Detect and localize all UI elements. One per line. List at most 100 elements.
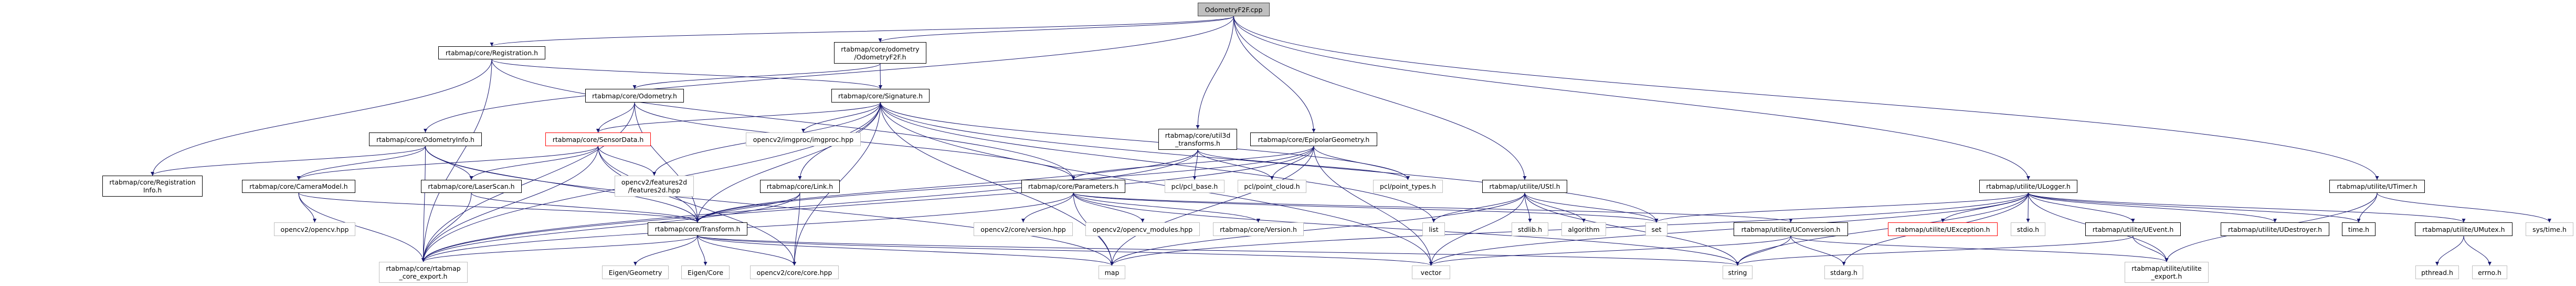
edge-ulogger-to-umutex xyxy=(2028,192,2466,223)
node-stdio: stdio.h xyxy=(2011,222,2045,236)
edge-ustl-to-list xyxy=(1432,192,1525,223)
edge-parameters-to-cv_modules xyxy=(1073,192,1145,223)
edge-util3d-to-core_export xyxy=(421,149,1198,262)
node-set: set xyxy=(1645,222,1667,236)
edge-link-to-cv_core xyxy=(793,192,800,266)
node-uconversion[interactable]: rtabmap/utilite/UConversion.h xyxy=(1734,222,1848,236)
node-errno: errno.h xyxy=(2472,265,2507,279)
node-uexception[interactable]: rtabmap/utilite/UException.h xyxy=(1888,222,1998,236)
node-transform[interactable]: rtabmap/core/Transform.h xyxy=(648,222,747,236)
edge-odometry-to-sensordata xyxy=(596,102,635,133)
node-root[interactable]: OdometryF2F.cpp xyxy=(1198,3,1270,16)
edge-signature-to-imgproc xyxy=(801,102,881,133)
edge-root-to-ulogger xyxy=(1233,16,2030,180)
edge-ulogger-to-vector xyxy=(1429,192,2029,266)
node-odomf2f-h[interactable]: rtabmap/core/odometry /OdometryF2F.h xyxy=(834,42,926,64)
node-eigen-core: Eigen/Core xyxy=(681,265,730,279)
edge-registration-to-signature xyxy=(491,59,882,89)
node-udestroyer[interactable]: rtabmap/utilite/UDestroyer.h xyxy=(2221,222,2329,236)
edge-odominfo-to-camera xyxy=(297,146,426,180)
edge-odometry-to-core_export xyxy=(421,102,635,262)
edge-signature-to-point_types xyxy=(880,102,1410,180)
node-registration[interactable]: rtabmap/core/Registration.h xyxy=(438,46,545,59)
edge-odomf2f_h-to-signature xyxy=(878,63,882,89)
node-umutex[interactable]: rtabmap/utilite/UMutex.h xyxy=(2415,222,2512,236)
edge-root-to-odominfo xyxy=(424,16,1234,133)
edge-transform-to-eigen_geom xyxy=(634,235,698,266)
node-camera[interactable]: rtabmap/core/CameraModel.h xyxy=(242,180,355,193)
node-cv-version: opencv2/core/version.hpp xyxy=(974,222,1073,236)
node-systime: sys/time.h xyxy=(2526,222,2573,236)
edge-transform-to-string xyxy=(697,235,1739,266)
edge-signature-to-vector xyxy=(880,102,1433,266)
node-stdarg: stdarg.h xyxy=(1824,265,1863,279)
edge-ustl-to-map xyxy=(1110,192,1525,266)
edge-signature-to-transform xyxy=(695,102,881,223)
edge-umutex-to-pthread xyxy=(2435,236,2464,266)
edge-utimer-to-time xyxy=(2357,192,2378,223)
edge-root-to-util3d xyxy=(1196,16,1234,129)
edge-ulogger-to-time xyxy=(2028,192,2361,223)
edge-registration-to-parameters xyxy=(491,59,1075,180)
edge-root-to-utimer xyxy=(1233,16,2379,180)
edge-epipolar-to-point_cloud xyxy=(1270,146,1314,180)
edge-odominfo-to-map xyxy=(425,146,1114,266)
edge-ustl-to-vector xyxy=(1429,192,1525,266)
node-util3d[interactable]: rtabmap/core/util3d _transforms.h xyxy=(1158,129,1237,150)
node-point-cloud: pcl/point_cloud.h xyxy=(1238,180,1306,193)
edge-camera-to-opencv xyxy=(298,192,316,223)
node-pthread: pthread.h xyxy=(2415,265,2459,279)
node-cv-modules: opencv2/opencv_modules.hpp xyxy=(1085,222,1200,236)
edge-utimer-to-systime xyxy=(2377,192,2551,223)
edge-signature-to-list xyxy=(880,102,1435,223)
edge-signature-to-sensordata xyxy=(596,102,881,133)
node-ulogger[interactable]: rtabmap/utilite/ULogger.h xyxy=(1979,180,2077,193)
edge-transform-to-core_export xyxy=(421,235,698,262)
edge-util3d-to-point_types xyxy=(1197,149,1410,180)
node-eigen-geom: Eigen/Geometry xyxy=(602,265,669,279)
edge-util3d-to-transform xyxy=(695,149,1198,223)
edge-transform-to-eigen_core xyxy=(697,235,708,266)
edge-odominfo-to-reginfo xyxy=(151,146,426,176)
edge-ulogger-to-string xyxy=(1736,192,2029,266)
edge-laserscan-to-core_export xyxy=(421,192,472,262)
node-rt-version: rtabmap/core/Version.h xyxy=(1213,222,1304,236)
node-time[interactable]: time.h xyxy=(2342,222,2376,236)
node-odominfo[interactable]: rtabmap/core/OdometryInfo.h xyxy=(369,132,482,146)
node-map: map xyxy=(1099,265,1125,279)
edge-odomf2f_h-to-odometry xyxy=(632,63,881,89)
node-sensordata[interactable]: rtabmap/core/SensorData.h xyxy=(545,132,651,146)
edge-transform-to-vector xyxy=(697,235,1433,266)
node-reginfo[interactable]: rtabmap/core/Registration Info.h xyxy=(102,176,203,197)
edge-camera-to-core_export xyxy=(298,192,425,262)
edge-sensordata-to-core_export xyxy=(421,146,598,262)
edge-ustl-to-algorithm xyxy=(1524,192,1586,223)
edge-uevent-to-string xyxy=(1736,236,2134,266)
node-ustl[interactable]: rtabmap/utilite/UStl.h xyxy=(1482,180,1567,193)
edge-epipolar-to-transform xyxy=(695,146,1314,223)
edge-camera-to-transform xyxy=(298,192,700,223)
edge-parameters-to-cv_version xyxy=(1021,192,1074,223)
node-uevent[interactable]: rtabmap/utilite/UEvent.h xyxy=(2085,222,2181,236)
edge-uconversion-to-vector xyxy=(1429,236,1791,266)
node-list: list xyxy=(1422,222,1445,236)
node-opencv: opencv2/opencv.hpp xyxy=(274,222,355,236)
node-epipolar[interactable]: rtabmap/core/EpipolarGeometry.h xyxy=(1250,132,1377,146)
node-odometry[interactable]: rtabmap/core/Odometry.h xyxy=(585,89,684,103)
edge-epipolar-to-parameters xyxy=(1071,146,1314,180)
node-string: string xyxy=(1723,265,1752,279)
edge-ulogger-to-stdio xyxy=(2026,192,2030,223)
node-laserscan[interactable]: rtabmap/core/LaserScan.h xyxy=(421,180,522,193)
node-signature[interactable]: rtabmap/core/Signature.h xyxy=(831,89,930,103)
edge-sensordata-to-cv_core xyxy=(598,146,796,266)
edge-root-to-epipolar xyxy=(1233,16,1316,133)
node-utimer[interactable]: rtabmap/utilite/UTimer.h xyxy=(2329,180,2425,193)
edge-root-to-registration xyxy=(490,16,1234,47)
edge-parameters-to-set xyxy=(1073,192,1659,223)
node-parameters[interactable]: rtabmap/core/Parameters.h xyxy=(1021,180,1125,193)
node-vector: vector xyxy=(1412,265,1450,279)
edge-umutex-to-errno xyxy=(2463,236,2491,266)
node-link[interactable]: rtabmap/core/Link.h xyxy=(760,180,840,193)
